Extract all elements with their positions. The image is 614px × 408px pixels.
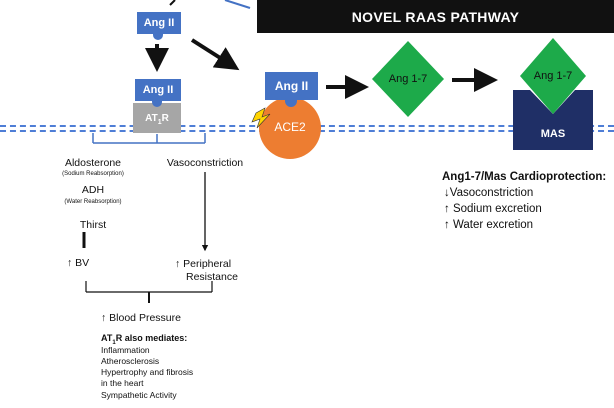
- mas-receptor-shape: [513, 90, 593, 150]
- mediates-item: Atherosclerosis: [101, 356, 160, 366]
- aldosterone-label: Aldosterone: [64, 157, 122, 169]
- thirst-label: Thirst: [79, 219, 107, 231]
- cardioprotection-effect: ↑ Water excretion: [444, 219, 534, 231]
- mediates-item: Sympathetic Activity: [101, 390, 177, 400]
- mediates-item: in the heart: [101, 378, 144, 388]
- mas-label: MAS: [540, 128, 566, 140]
- ang17-label-free: Ang 1-7: [388, 73, 428, 85]
- ang17-label-bound: Ang 1-7: [533, 70, 573, 82]
- ang-ii-box-top: Ang II: [137, 12, 181, 34]
- vasoconstriction-label: Vasoconstriction: [166, 157, 244, 169]
- resistance-label: Resistance: [186, 271, 238, 283]
- mediates-item: Hypertrophy and fibrosis: [101, 367, 194, 377]
- pathway-title: NOVEL RAAS PATHWAY: [351, 8, 520, 25]
- blood-pressure-label: ↑ Blood Pressure: [101, 312, 181, 324]
- ang-ii-box-ace2: Ang II: [265, 72, 318, 100]
- ace2-label: ACE2: [274, 120, 306, 134]
- cardioprotection-title: Ang1-7/Mas Cardioprotection:: [442, 171, 607, 183]
- at1r-label: AT1R: [145, 113, 169, 126]
- peripheral-label: ↑ Peripheral: [175, 258, 232, 270]
- aldosterone-note: (Sodium Reabsorption): [62, 171, 124, 177]
- pathway-title-banner: NOVEL RAAS PATHWAY: [257, 0, 614, 33]
- mediates-heading: AT1R also mediates:: [101, 333, 188, 346]
- ang17-diamond-bound: [520, 38, 586, 114]
- ang-ii-tab-receptor: [152, 101, 162, 107]
- cardioprotection-effect: ↓Vasoconstriction: [444, 187, 534, 199]
- at1r-receptor-shape: [133, 103, 181, 133]
- adh-note: (Water Reabsorption): [64, 199, 122, 205]
- mediates-item: Inflammation: [101, 345, 150, 355]
- adh-label: ADH: [81, 184, 105, 196]
- ang-ii-box-receptor: Ang II: [135, 79, 181, 101]
- ace2-enzyme-shape: [259, 97, 321, 159]
- ang-ii-tab-ace2: [285, 100, 297, 107]
- cardioprotection-effect: ↑ Sodium excretion: [444, 203, 542, 215]
- bv-label: ↑ BV: [67, 257, 90, 269]
- ang17-diamond-free: [372, 41, 444, 117]
- ang-ii-tab-top: [153, 34, 163, 40]
- lightning-icon: [251, 107, 271, 129]
